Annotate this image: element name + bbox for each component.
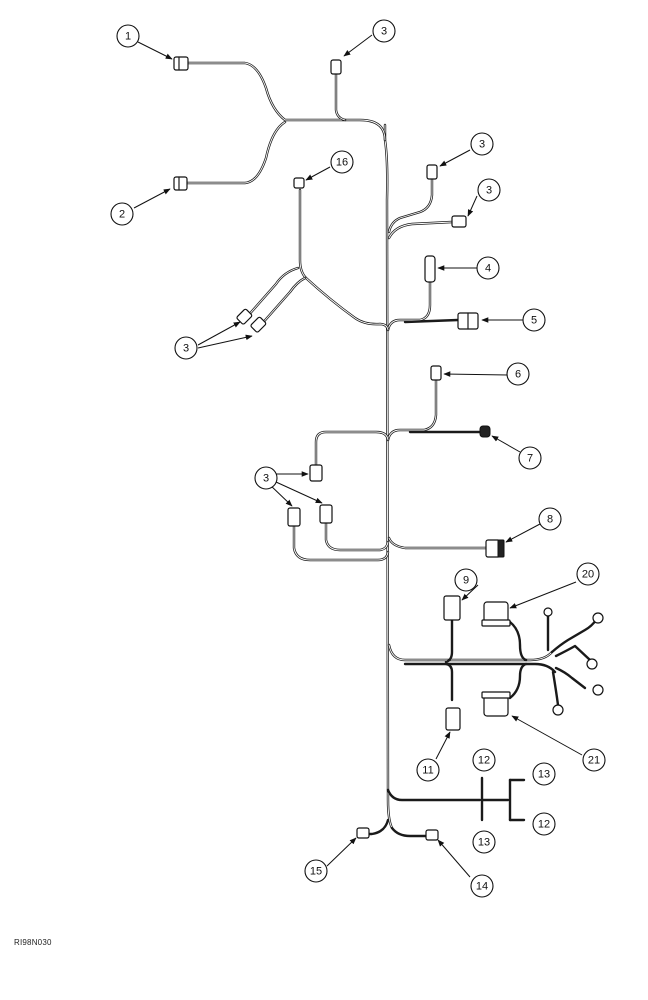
callout-number: 14 bbox=[476, 881, 488, 893]
connector-16 bbox=[293, 177, 305, 189]
callout-3: 3 bbox=[477, 178, 501, 202]
callout-number: 8 bbox=[547, 514, 553, 526]
figure-code: RI98N030 bbox=[14, 938, 52, 947]
callout-number: 12 bbox=[478, 755, 490, 767]
callout-2: 2 bbox=[110, 202, 134, 226]
connector-4 bbox=[424, 255, 436, 283]
callout-number: 3 bbox=[183, 343, 189, 355]
callout-9: 9 bbox=[454, 568, 478, 592]
connector-3-lower-b bbox=[319, 504, 333, 524]
ring-terminal-c bbox=[592, 684, 604, 696]
callout-16: 16 bbox=[330, 150, 354, 174]
callout-21: 21 bbox=[582, 748, 606, 772]
callout-number: 3 bbox=[486, 185, 492, 197]
connectors bbox=[173, 56, 604, 841]
callout-number: 5 bbox=[531, 315, 537, 327]
connector-3-right-upper bbox=[426, 164, 438, 180]
callout-3: 3 bbox=[372, 19, 396, 43]
connector-1 bbox=[173, 56, 189, 71]
callout-number: 4 bbox=[485, 263, 491, 275]
callout-number: 13 bbox=[538, 769, 550, 781]
connector-3-lower-a bbox=[287, 507, 301, 527]
connector-2 bbox=[173, 176, 188, 191]
ring-terminal-a bbox=[592, 612, 604, 624]
callout-number: 13 bbox=[478, 837, 490, 849]
callout-number: 11 bbox=[422, 765, 433, 777]
callout-20: 20 bbox=[576, 562, 600, 586]
ring-terminal-e bbox=[543, 607, 553, 617]
callout-number: 16 bbox=[336, 157, 348, 169]
callout-13: 13 bbox=[532, 762, 556, 786]
callout-number: 20 bbox=[582, 569, 594, 581]
callout-number: 15 bbox=[310, 866, 322, 878]
callout-1: 1 bbox=[116, 24, 140, 48]
callout-number: 9 bbox=[463, 575, 469, 587]
callout-12: 12 bbox=[472, 748, 496, 772]
callout-number: 21 bbox=[588, 755, 600, 767]
callout-13: 13 bbox=[472, 830, 496, 854]
ring-terminal-b bbox=[586, 658, 598, 670]
callout-3: 3 bbox=[254, 466, 278, 490]
callout-7: 7 bbox=[518, 446, 542, 470]
callout-number: 7 bbox=[527, 453, 533, 465]
connector-3-mid bbox=[309, 464, 323, 482]
connector-11 bbox=[445, 707, 461, 731]
fuse-holder-20 bbox=[483, 601, 509, 623]
callout-number: 1 bbox=[125, 31, 131, 43]
connector-6 bbox=[430, 365, 442, 381]
connector-3-left-a bbox=[236, 308, 253, 325]
callout-number: 6 bbox=[515, 369, 521, 381]
callout-number: 2 bbox=[119, 209, 125, 221]
callout-3: 3 bbox=[174, 336, 198, 360]
ring-terminal-d bbox=[552, 704, 564, 716]
callout-4: 4 bbox=[476, 256, 500, 280]
connector-3-left-b bbox=[250, 316, 267, 333]
callout-14: 14 bbox=[470, 874, 494, 898]
callout-number: 12 bbox=[538, 819, 550, 831]
callout-number: 3 bbox=[479, 139, 485, 151]
connector-9 bbox=[443, 595, 461, 621]
callout-number: 3 bbox=[381, 26, 387, 38]
callout-15: 15 bbox=[304, 859, 328, 883]
harness-wires bbox=[184, 61, 598, 838]
connector-15 bbox=[356, 827, 370, 839]
leader-arrows bbox=[133, 34, 583, 878]
connector-14 bbox=[425, 829, 439, 841]
connector-3-right bbox=[451, 215, 467, 228]
callout-8: 8 bbox=[538, 507, 562, 531]
callout-5: 5 bbox=[522, 308, 546, 332]
connector-3-top bbox=[330, 59, 342, 75]
callout-11: 11 bbox=[416, 758, 440, 782]
callout-6: 6 bbox=[506, 362, 530, 386]
callout-12: 12 bbox=[532, 812, 556, 836]
callout-3: 3 bbox=[470, 132, 494, 156]
callout-number: 3 bbox=[263, 473, 269, 485]
connector-7 bbox=[479, 425, 491, 438]
